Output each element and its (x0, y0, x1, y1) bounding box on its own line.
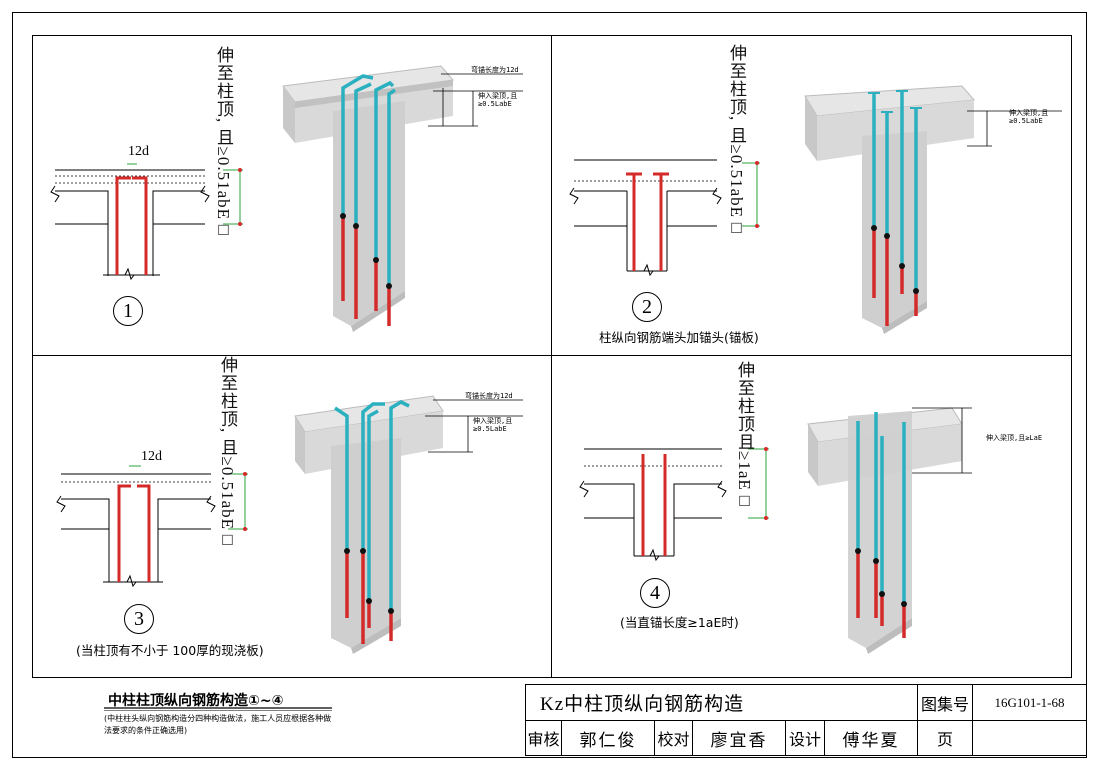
panel-3-note2: 伸入梁顶,且 (473, 417, 513, 425)
title-block-atlas-value: 16G101-1-68 (972, 684, 1087, 721)
panel-2: 伸至柱顶, 且≥0.51abE□ 2 柱纵向钢筋端头加锚头(锚板) 伸入梁顶,且… (551, 35, 1072, 356)
panel-2-drawing (569, 85, 1062, 334)
title-block-check-name: 廖宜香 (692, 720, 786, 756)
footer-note: (中柱柱头纵向钢筋构造分四种构造做法，施工人员应根据各种做法要求的条件正确选用) (104, 714, 332, 735)
panel-3: 12d 伸至柱顶, 且≥0.51abE□ 3 (当柱顶有不小于 100厚的现浇板… (32, 355, 552, 678)
title-block-atlas-label: 图集号 (917, 684, 973, 721)
panel-4-dim-label: 伸至柱顶且≥1aE□ (735, 361, 754, 511)
panel-1-note3: ≥0.5LabE (478, 100, 512, 108)
title-block-page-value (972, 720, 1087, 756)
panel-1-section-rebar (115, 176, 148, 275)
panel-3-note3: ≥0.5LabE (473, 425, 507, 433)
panel-4: 伸至柱顶且≥1aE□ 4 (当直锚长度≥1aE时) 伸入梁顶,且≥LaE (551, 355, 1072, 678)
panel-3-caption: (当柱顶有不小于 100厚的现浇板) (76, 643, 264, 658)
panel-3-number: 3 (124, 604, 154, 634)
panel-1-3d-column (282, 65, 454, 332)
panel-1-note1: 弯锚长度为12d (471, 66, 519, 74)
drawing-frame (12, 12, 1087, 758)
panel-4-3d-column (807, 407, 963, 654)
panel-2-note2: 伸入梁顶,且 (1009, 109, 1049, 117)
panel-2-caption: 柱纵向钢筋端头加锚头(锚板) (599, 330, 759, 345)
panel-4-section-rebar (641, 454, 667, 556)
panel-3-drawing (56, 395, 523, 654)
title-block-title: Kz中柱顶纵向钢筋构造 (525, 684, 918, 721)
title-block-review-name: 郭仁俊 (561, 720, 655, 756)
title-block-review-label: 审核 (525, 720, 562, 756)
footer-title: 中柱柱顶纵向钢筋构造①~④ (108, 693, 284, 709)
panel-1-dim-label: 伸至柱顶, 且≥0.51abE□ (214, 46, 233, 241)
panel-2-number: 2 (632, 292, 662, 322)
footer-title-underline (104, 707, 332, 711)
title-block-check-label: 校对 (654, 720, 693, 756)
title-block-design-label: 设计 (785, 720, 825, 756)
panel-1-number: 1 (113, 296, 143, 326)
panel-4-note2: 伸入梁顶,且≥LaE (986, 434, 1043, 442)
panel-4-drawing (579, 407, 972, 654)
panel-4-caption: (当直锚长度≥1aE时) (620, 615, 739, 630)
panel-2-dim-label: 伸至柱顶, 且≥0.51abE□ (727, 44, 746, 239)
panel-4-number: 4 (640, 578, 670, 608)
panel-3-section-rebar (117, 484, 151, 582)
panel-2-3d-column (804, 85, 976, 334)
panel-2-note3: ≥0.5LabE (1009, 117, 1043, 125)
panel-3-note1: 弯锚长度为12d (465, 392, 513, 400)
panel-3-12d-label: 12d (141, 449, 162, 464)
panel-1-drawing (50, 65, 523, 332)
title-block-design-name: 傅华夏 (824, 720, 918, 756)
title-block-page-label: 页 (917, 720, 973, 756)
panel-2-section-rebar (626, 172, 669, 271)
panel-1-12d-label: 12d (128, 144, 149, 159)
panel-3-dim-label: 伸至柱顶, 且≥0.51abE□ (218, 356, 237, 551)
panel-1: 12d 伸至柱顶, 且≥0.51abE□ 1 弯锚长度为12d 伸入梁顶,且 ≥… (32, 35, 552, 356)
panel-1-note2: 伸入梁顶,且 (478, 92, 518, 100)
